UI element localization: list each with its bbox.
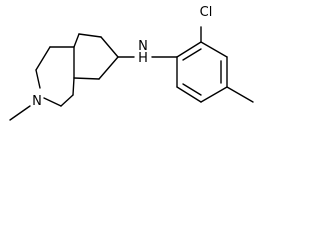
- molecule-drawing: N N H Cl: [9, 5, 254, 121]
- bond-c9-c10: [60, 94, 74, 107]
- structure-diagram: N N H Cl: [0, 0, 284, 131]
- bond-ar1-ar2: [176, 41, 202, 58]
- bond-n-c1: [35, 69, 41, 89]
- bond-ar2-ar3: [200, 41, 228, 58]
- bond-n-methyl: [9, 105, 31, 121]
- bond-c3-c4: [73, 33, 80, 48]
- bond-c4-c5: [78, 33, 102, 38]
- bond-c8-c9: [72, 77, 75, 96]
- bond-c5-c6: [100, 36, 119, 58]
- amine-hydrogen-label: H: [138, 51, 148, 66]
- amine-nitrogen-label: N: [138, 39, 148, 54]
- bond-ar5-ar6-inner: [182, 83, 202, 96]
- bond-c7-c8: [73, 77, 100, 80]
- bridge-nitrogen-label: N: [32, 94, 42, 109]
- bond-c1-c2: [35, 46, 51, 71]
- bond-c6-c7: [98, 56, 119, 80]
- chlorine-label: Cl: [200, 5, 213, 20]
- bond-ar5-ar6: [176, 86, 202, 103]
- bond-c10-n: [43, 97, 62, 107]
- bond-ar4-ar5: [200, 86, 228, 103]
- bond-ar1-ar2-inner: [182, 48, 202, 61]
- bond-ar4-methyl: [226, 86, 254, 103]
